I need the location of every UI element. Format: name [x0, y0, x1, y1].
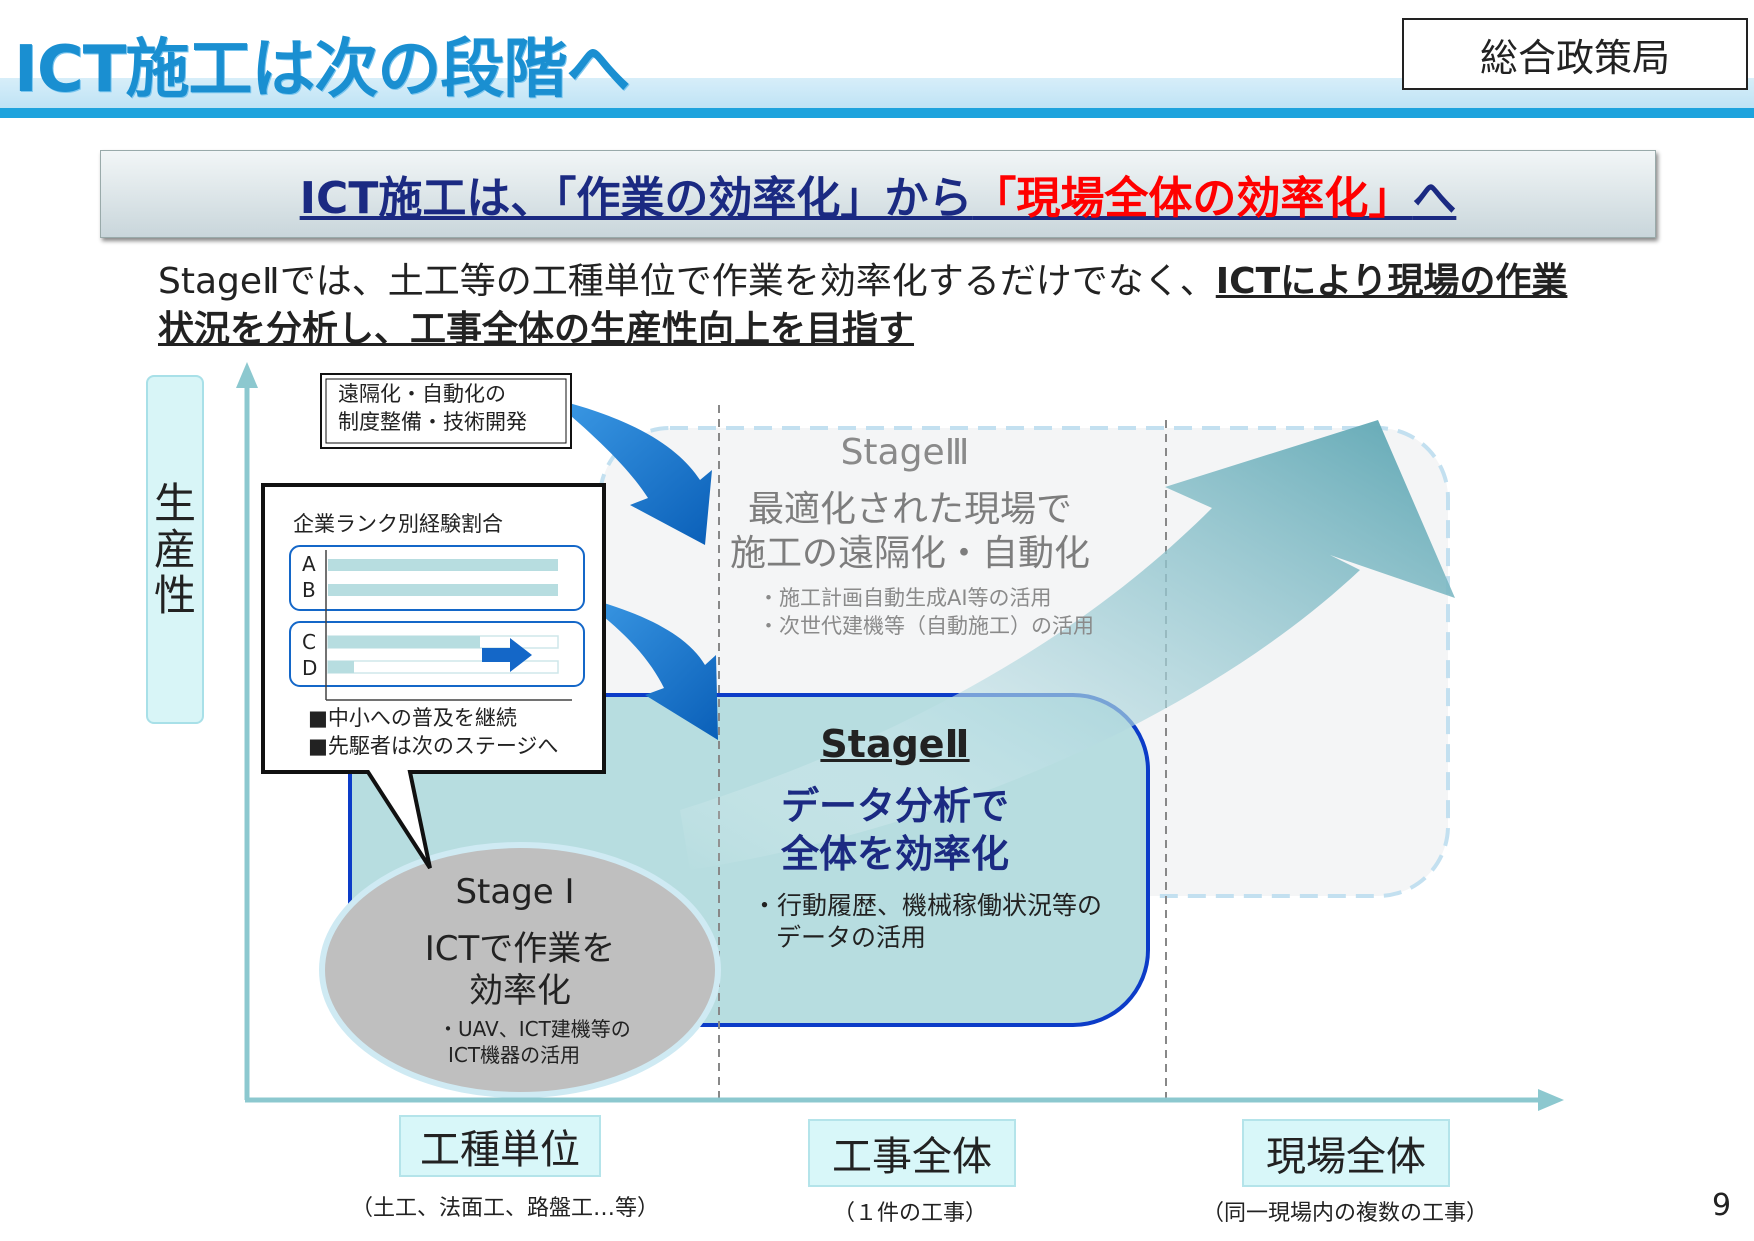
chart-group-ab — [289, 545, 585, 611]
x-category-2-sub: （１件の工事） — [832, 1201, 987, 1226]
stage1-bullets: ・UAV、ICT建機等の ICT機器の活用 — [438, 1016, 631, 1068]
stage3-heading: 最適化された現場で 施工の遠隔化・自動化 — [700, 488, 1120, 576]
x-category-1-sub: （土工、法面工、路盤工…等） — [350, 1196, 659, 1221]
callout-chart-title: 企業ランク別経験割合 — [293, 512, 503, 536]
stage1-title: Stage I — [455, 872, 575, 912]
callout-note-1: ■中小への普及を継続 — [308, 706, 517, 730]
stage2-bullet-1: ・行動履歴、機械稼働状況等の — [752, 891, 1103, 920]
y-axis-label-char: 生 — [153, 478, 196, 528]
header-rule — [0, 108, 1754, 118]
callout-row-labels-cd: C D — [302, 629, 317, 681]
x-category-2-label: 工事全体 — [832, 1134, 992, 1180]
banner-part2: 「現場全体の効率化」 — [972, 173, 1413, 224]
lead-line1-bold: ICTにより現場の作業 — [1215, 261, 1568, 302]
y-axis-label: 生産性 — [146, 375, 204, 724]
x-category-1: 工種単位 — [399, 1115, 601, 1177]
stage1-bullet-2: ICT機器の活用 — [448, 1043, 581, 1067]
remote-line-1: 遠隔化・自動化の — [338, 382, 506, 406]
lead-line1-plain: StageⅡでは、土工等の工種単位で作業を効率化するだけでなく、 — [158, 261, 1216, 302]
bar-c — [328, 636, 480, 648]
page-title: ICT施工は次の段階へ — [14, 33, 630, 107]
arrow-to-stage2 — [575, 595, 718, 740]
callout-note-2: ■先駆者は次のステージへ — [308, 734, 559, 758]
department-label: 総合政策局 — [1479, 35, 1670, 80]
stage3-bullet-1: ・施工計画自動生成AI等の活用 — [758, 586, 1052, 610]
summary-banner: ICT施工は、「作業の効率化」から 「現場全体の効率化」 へ — [100, 150, 1656, 238]
bar-d — [328, 661, 354, 673]
stage3-bullets: ・施工計画自動生成AI等の活用 ・次世代建機等（自動施工）の活用 — [758, 584, 1094, 640]
stage2-heading-line2: 全体を効率化 — [780, 832, 1009, 876]
row-label-d: D — [302, 656, 318, 680]
remote-box-text: 遠隔化・自動化の 制度整備・技術開発 — [338, 380, 527, 436]
row-label-a: A — [302, 552, 316, 576]
y-axis-label-char: 産 — [153, 524, 196, 574]
lead-line-2: 状況を分析し、工事全体の生産性向上を目指す — [158, 300, 914, 352]
stage2-bullet-2: データの活用 — [776, 923, 927, 952]
y-axis-label-char: 性 — [153, 570, 196, 620]
row-label-b: B — [302, 578, 316, 602]
department-box: 総合政策局 — [1402, 18, 1748, 90]
x-category-1-label: 工種単位 — [420, 1127, 580, 1173]
lead-line-1: StageⅡでは、土工等の工種単位で作業を効率化するだけでなく、ICTにより現場… — [158, 252, 1567, 304]
remote-box-inner — [325, 378, 567, 444]
stage3-heading-line2: 施工の遠隔化・自動化 — [729, 533, 1090, 574]
x-axis-arrowhead — [1538, 1089, 1564, 1111]
stage1-heading: ICTで作業を 効率化 — [390, 928, 650, 1012]
y-axis-arrowhead — [236, 362, 258, 388]
remote-box — [320, 373, 572, 449]
x-category-3-sub: （同一現場内の複数の工事） — [1201, 1201, 1488, 1226]
x-category-3: 現場全体 — [1242, 1119, 1450, 1187]
stage3-heading-line1: 最適化された現場で — [747, 489, 1072, 530]
stage2-title: StageⅡ — [820, 722, 970, 766]
growth-mini-arrow-icon — [482, 638, 532, 672]
stage1-region — [319, 842, 721, 1098]
growth-arrow — [680, 420, 1455, 870]
stage1-heading-line1: ICTで作業を — [424, 929, 616, 969]
callout-row-labels-ab: A B — [302, 551, 316, 603]
stage1-heading-line2: 効率化 — [469, 971, 571, 1011]
stage3-title: StageⅢ — [840, 432, 970, 473]
page-number: 9 — [1712, 1188, 1732, 1223]
bar-a — [328, 559, 558, 571]
stage2-heading-line1: データ分析で — [780, 784, 1009, 828]
callout-notes: ■中小への普及を継続 ■先駆者は次のステージへ — [308, 704, 558, 760]
remote-line-2: 制度整備・技術開発 — [338, 410, 527, 434]
lead-line2-bold: 状況を分析し、工事全体の生産性向上を目指す — [158, 309, 915, 350]
stage2-bullets: ・行動履歴、機械稼働状況等の データの活用 — [752, 890, 1102, 954]
x-category-3-label: 現場全体 — [1266, 1134, 1426, 1180]
stage2-heading: データ分析で 全体を効率化 — [740, 782, 1050, 878]
row-label-c: C — [302, 630, 316, 654]
arrow-to-stage3 — [550, 398, 712, 545]
x-category-2: 工事全体 — [808, 1119, 1016, 1187]
bar-b — [328, 584, 558, 596]
y-axis-label-text: 生産性 — [153, 478, 196, 620]
banner-part1: ICT施工は、「作業の効率化」から — [299, 173, 973, 224]
stage1-bullet-1: ・UAV、ICT建機等の — [438, 1017, 631, 1041]
chart-group-cd — [289, 621, 585, 687]
stage3-bullet-2: ・次世代建機等（自動施工）の活用 — [758, 614, 1094, 638]
banner-part3: へ — [1412, 173, 1457, 224]
